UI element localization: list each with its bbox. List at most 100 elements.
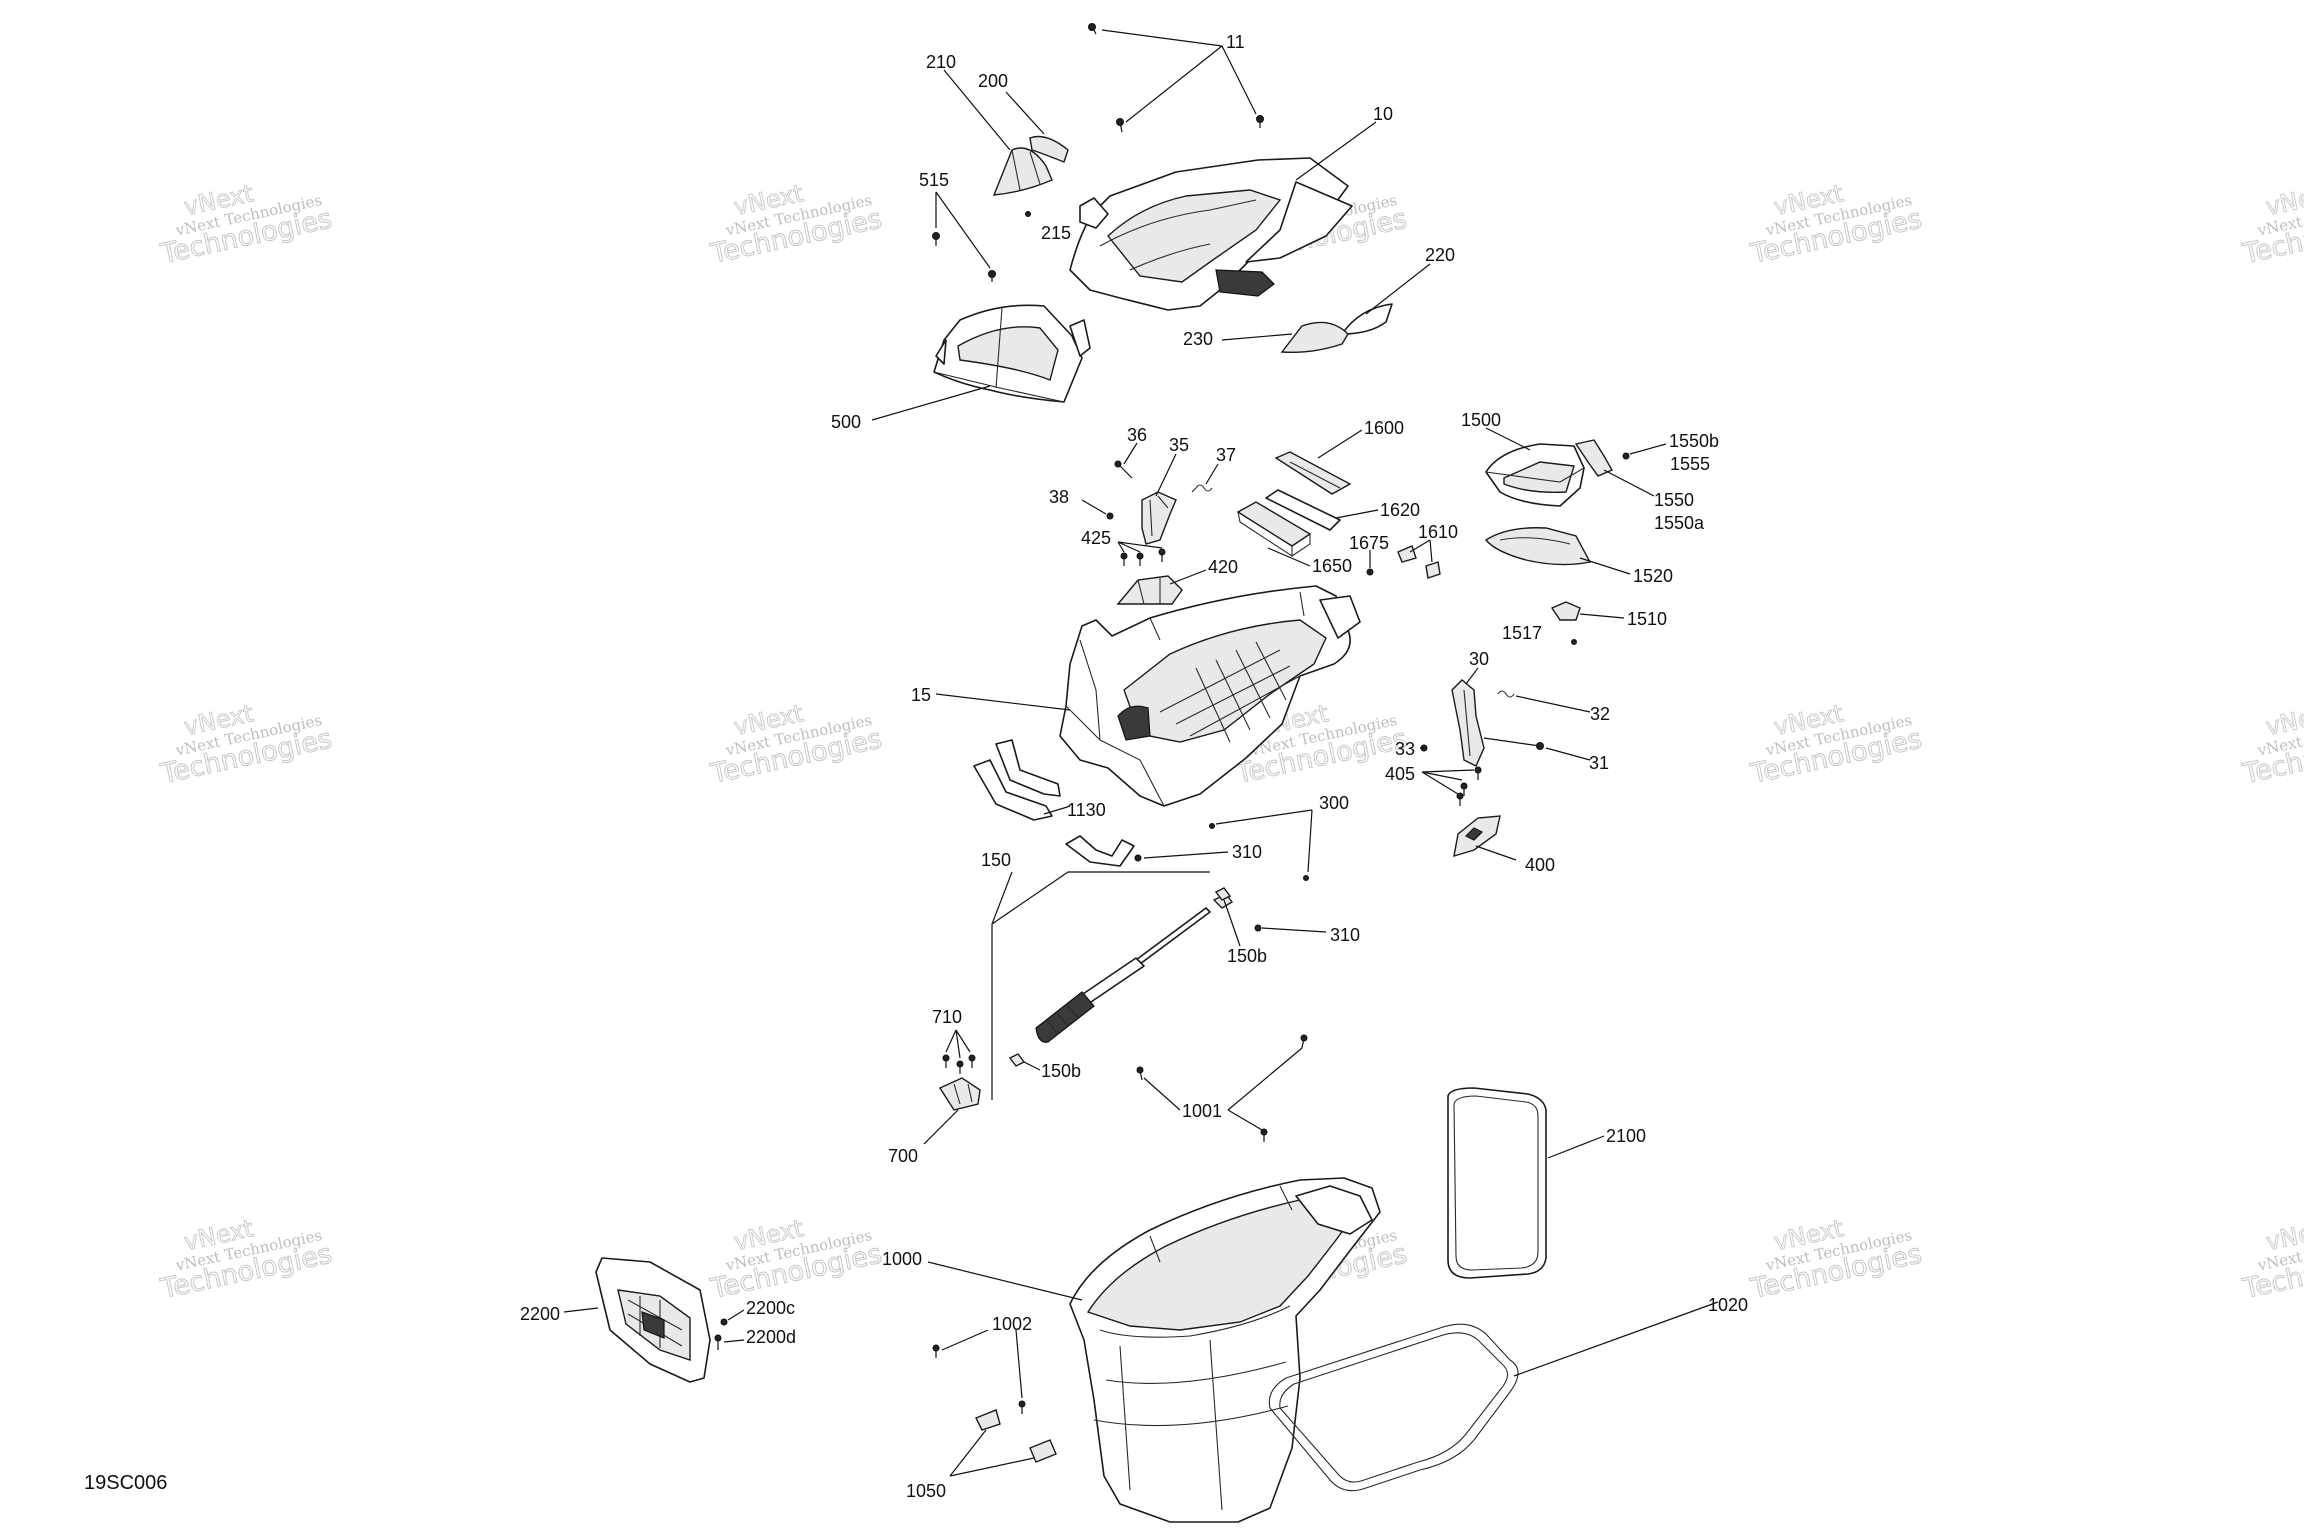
callout-30: 30: [1469, 649, 1489, 669]
leader-1020: [1513, 1301, 1719, 1377]
callout-420: 420: [1208, 557, 1238, 577]
callout-405: 405: [1385, 764, 1415, 784]
leader-15: [935, 693, 1071, 711]
callout-215: 215: [1041, 223, 1071, 243]
callout-230: 230: [1183, 329, 1213, 349]
callout-1510: 1510: [1627, 609, 1667, 629]
watermark: vNext vNext Technologies Technologies: [2239, 699, 2304, 791]
callout-300: 300: [1319, 793, 1349, 813]
callout-35: 35: [1169, 435, 1189, 455]
leader-300: [1215, 809, 1313, 873]
callout-2200c: 2200c: [746, 1298, 795, 1318]
clip-1050b: [1029, 1439, 1057, 1463]
part-2200-vent: [595, 1257, 711, 1383]
callout-1600: 1600: [1364, 418, 1404, 438]
bolt-1675: [1366, 568, 1374, 576]
part-1620-gasket: [1265, 489, 1341, 531]
callout-33: 33: [1395, 739, 1415, 759]
screw-2200d: [714, 1334, 722, 1350]
leader-30: [1465, 667, 1479, 685]
watermark: vNext vNext Technologies Technologies: [1747, 1214, 1925, 1306]
screw-515b: [988, 270, 996, 282]
callout-1001: 1001: [1182, 1101, 1222, 1121]
leader-1550: [1603, 469, 1655, 497]
callout-1000: 1000: [882, 1249, 922, 1269]
callout-1050: 1050: [906, 1481, 946, 1501]
leader-1610: [1409, 539, 1433, 563]
watermark: vNext vNext Technologies Technologies: [157, 699, 335, 791]
bolt-300b: [1303, 875, 1309, 881]
screw-425c: [1158, 548, 1166, 562]
callout-2200: 2200: [520, 1304, 560, 1324]
callout-220: 220: [1425, 245, 1455, 265]
screw-405b: [1474, 766, 1482, 780]
callout-710: 710: [932, 1007, 962, 1027]
pin-31: [1483, 737, 1544, 750]
nut-38: [1106, 512, 1114, 520]
leader-2200c: [727, 1309, 745, 1321]
leader-36: [1123, 442, 1138, 465]
part-1130-strap-a: [973, 739, 1061, 821]
screw-1001a: [1136, 1066, 1144, 1081]
leader-310b: [1261, 927, 1327, 933]
part-230-trim: [1280, 321, 1349, 354]
bolt-310a: [1134, 854, 1142, 862]
screw-1002a: [932, 1344, 940, 1358]
leader-37: [1205, 463, 1219, 485]
callout-38: 38: [1049, 487, 1069, 507]
part-1500-lid: [1485, 443, 1585, 507]
leader-400: [1475, 845, 1517, 861]
part-150-handle: [1035, 893, 1234, 1043]
leader-500: [871, 385, 991, 421]
diagram-reference-code: 19SC006: [84, 1472, 167, 1494]
leader-1000: [927, 1261, 1083, 1301]
leader-1500: [1485, 427, 1531, 451]
screw-1001c: [1260, 1128, 1268, 1142]
screw-710a: [942, 1054, 950, 1068]
leader-2200: [563, 1307, 599, 1313]
part-1130-strap-b: [1065, 835, 1135, 867]
bolt-215: [1025, 211, 1031, 217]
part-35-bracket: [1141, 491, 1177, 545]
callout-1002: 1002: [992, 1314, 1032, 1334]
part-220-lens: [1341, 303, 1393, 335]
part-200-lens: [1029, 135, 1069, 163]
leader-210: [943, 69, 1011, 151]
watermark: vNext vNext Technologies Technologies: [707, 179, 885, 271]
callout-2100: 2100: [1606, 1126, 1646, 1146]
callout-200: 200: [978, 71, 1008, 91]
screw-1002b: [1018, 1400, 1026, 1414]
clip-1610b: [1425, 561, 1441, 579]
watermark: vNext vNext Technologies Technologies: [2239, 179, 2304, 271]
watermark: vNext vNext Technologies Technologies: [707, 1214, 885, 1306]
watermark: vNext vNext Technologies Technologies: [707, 699, 885, 791]
callout-11: 11: [1226, 32, 1245, 52]
leader-1002: [941, 1329, 1023, 1399]
leader-220: [1365, 263, 1431, 315]
part-400-button: [1464, 827, 1484, 841]
leader-1001: [1143, 1047, 1303, 1131]
part-35-detail: [1149, 495, 1169, 537]
screw-405c: [1456, 792, 1464, 806]
leader-150b-top: [1223, 899, 1241, 947]
callout-500: 500: [831, 412, 861, 432]
part-500-fairing: [933, 304, 1091, 403]
leader-1600: [1317, 429, 1363, 459]
callout-1550a: 1550a: [1654, 513, 1705, 533]
clip-1050a: [975, 1409, 1001, 1431]
screw-515a: [932, 232, 940, 246]
leader-35: [1155, 453, 1177, 497]
callout-425: 425: [1081, 528, 1111, 548]
callout-1555: 1555: [1670, 454, 1710, 474]
watermark: vNext vNext Technologies Technologies: [1747, 699, 1925, 791]
clip-150b-bot: [1008, 1053, 1026, 1067]
callout-1610: 1610: [1418, 522, 1458, 542]
part-10-frame: [1069, 157, 1353, 311]
callout-10: 10: [1373, 104, 1393, 124]
part-group-bottom: 2100 1000 2200 2200c 2200d 1: [520, 1087, 1748, 1523]
leader-2200d: [723, 1339, 745, 1343]
leader-38: [1081, 499, 1107, 515]
leader-2100: [1547, 1135, 1605, 1159]
pin-36: [1114, 460, 1133, 479]
